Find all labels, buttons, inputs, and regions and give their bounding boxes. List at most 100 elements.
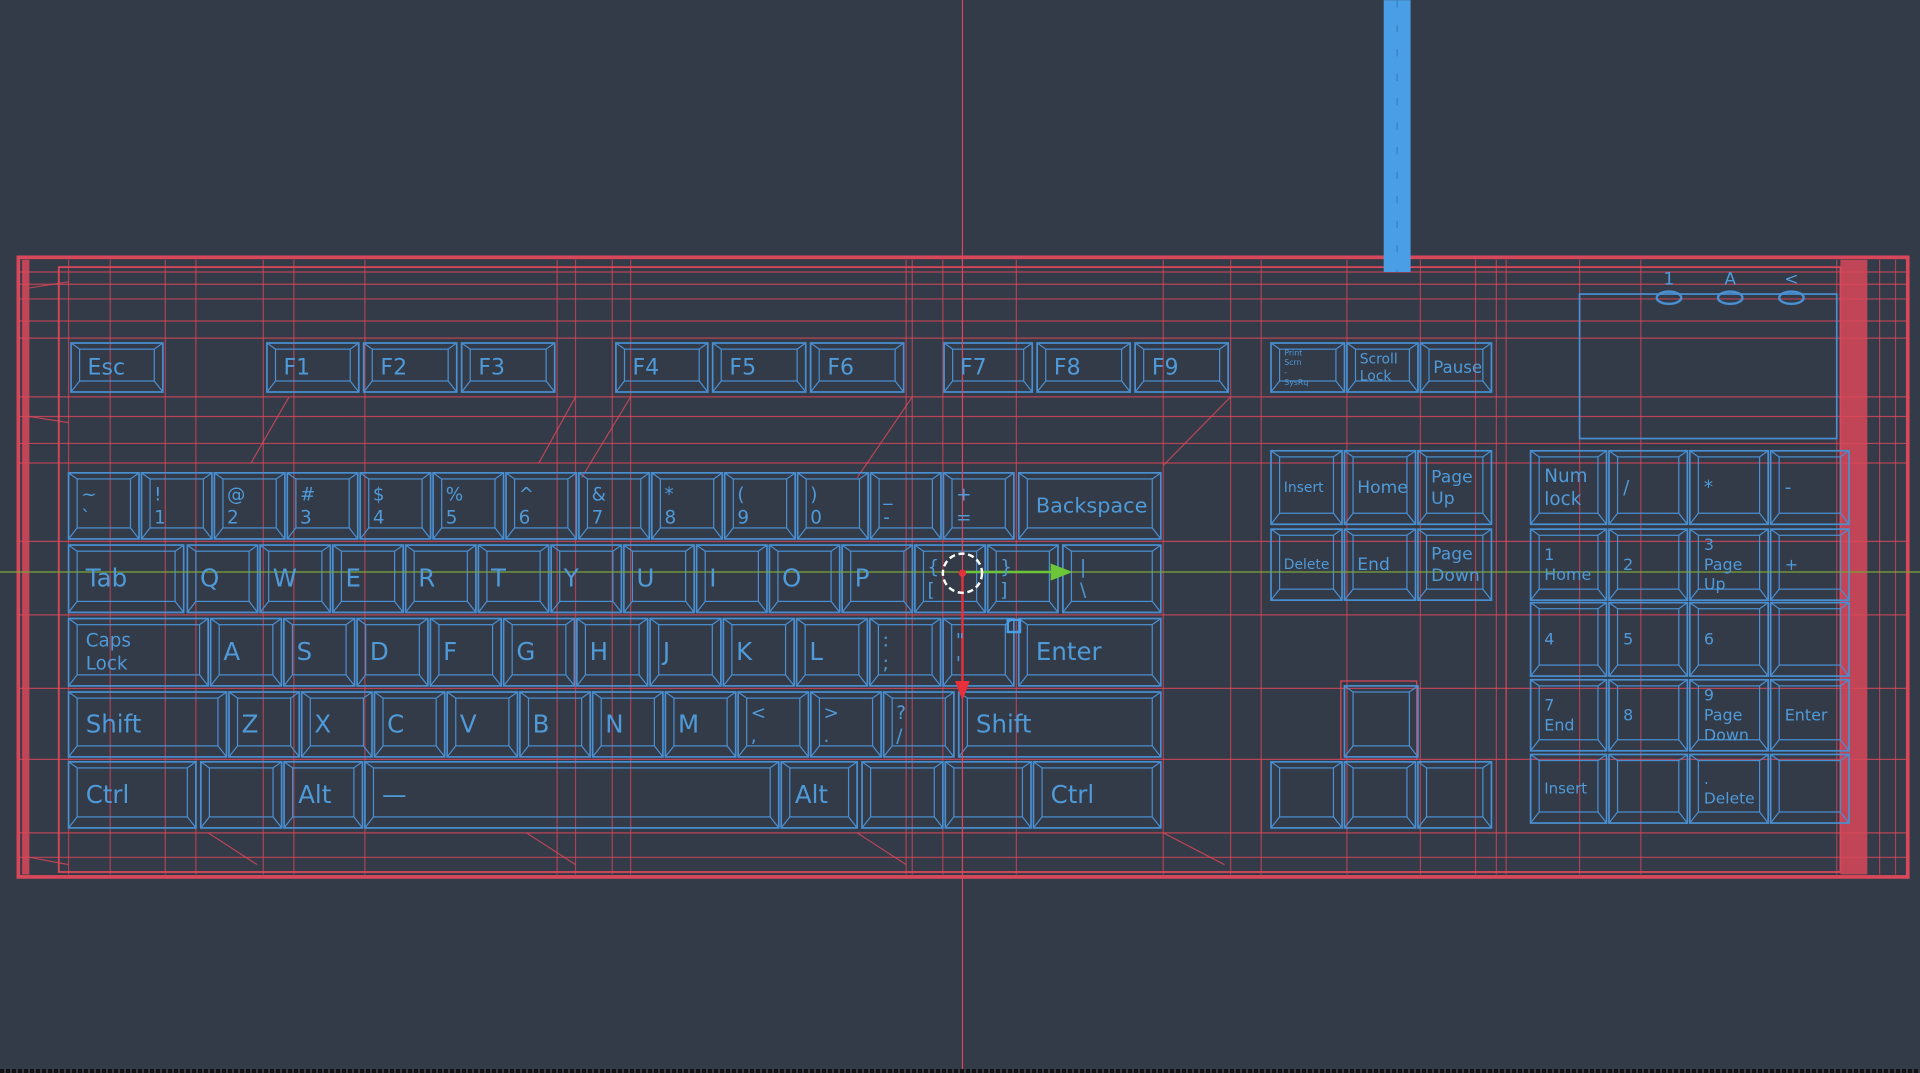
key-8[interactable]: [650, 471, 724, 540]
key-u[interactable]: [623, 544, 696, 614]
key-x[interactable]: [300, 691, 373, 758]
key-k[interactable]: [722, 617, 795, 687]
key-numpad-blank3[interactable]: [1769, 753, 1850, 824]
key-home[interactable]: [1343, 449, 1417, 526]
key-shift[interactable]: [67, 691, 228, 758]
key-numpad-8[interactable]: [1608, 678, 1689, 752]
key-alt[interactable]: [780, 760, 859, 829]
key-end[interactable]: [1343, 528, 1417, 602]
key-j[interactable]: [649, 617, 722, 687]
key-f9[interactable]: [1134, 342, 1230, 393]
key-arrow-up[interactable]: [1343, 685, 1419, 758]
key-blank11[interactable]: [869, 471, 942, 540]
key-a[interactable]: [209, 617, 283, 687]
key-f1[interactable]: [266, 342, 360, 393]
key-o[interactable]: [768, 544, 841, 614]
key-i[interactable]: [695, 544, 768, 614]
key-enter[interactable]: [1017, 617, 1162, 687]
key-arrow-blank0[interactable]: [1270, 760, 1343, 829]
key-arrow-blank1[interactable]: [1343, 760, 1417, 829]
key-blank10[interactable]: [868, 617, 942, 687]
key-0[interactable]: [796, 471, 869, 540]
key-f8[interactable]: [1036, 342, 1132, 393]
key-blank11[interactable]: [942, 617, 1015, 687]
key-blank12[interactable]: [986, 544, 1059, 614]
key-numpad-delete[interactable]: [1688, 753, 1770, 824]
key-tab[interactable]: [67, 544, 185, 614]
key-pause[interactable]: [1419, 342, 1493, 393]
key-blank6[interactable]: [944, 760, 1032, 829]
key-shift[interactable]: [957, 691, 1162, 758]
selected-cable-object[interactable]: [1383, 0, 1411, 273]
key-f3[interactable]: [460, 342, 556, 393]
key-scrolllock[interactable]: [1346, 342, 1419, 393]
key-numpad-3pageup[interactable]: [1688, 528, 1770, 602]
key-numpad-1home[interactable]: [1529, 528, 1608, 602]
key-numpad-blank3[interactable]: [1769, 528, 1850, 602]
key-f[interactable]: [429, 617, 503, 687]
key-alt[interactable]: [283, 760, 364, 829]
key-numpad-blank3[interactable]: [1769, 449, 1850, 526]
key-e[interactable]: [332, 544, 405, 614]
gizmo-y-arrow-head-icon[interactable]: [1050, 563, 1073, 581]
key-p[interactable]: [841, 544, 914, 614]
key-blank1[interactable]: [199, 760, 283, 829]
keyboard-keys[interactable]: [67, 290, 1850, 829]
key-4[interactable]: [359, 471, 432, 540]
key-r[interactable]: [404, 544, 477, 614]
key-numpad-2[interactable]: [1608, 528, 1689, 602]
key-5[interactable]: [432, 471, 505, 540]
key-numpad-7end[interactable]: [1529, 678, 1608, 752]
key-s[interactable]: [283, 617, 356, 687]
key-arrow-blank2[interactable]: [1417, 760, 1493, 829]
key-pagedown[interactable]: [1417, 528, 1493, 602]
key-t[interactable]: [477, 544, 550, 614]
key-c[interactable]: [373, 691, 446, 758]
key-numpad-blank1[interactable]: [1608, 449, 1689, 526]
key-blank0[interactable]: [67, 471, 140, 540]
key-numpad-insert[interactable]: [1529, 753, 1608, 824]
key-3[interactable]: [286, 471, 359, 540]
3d-cursor-icon[interactable]: [941, 552, 984, 595]
key-m[interactable]: [664, 691, 737, 758]
key-g[interactable]: [502, 617, 576, 687]
key-2[interactable]: [213, 471, 286, 540]
key-blank11[interactable]: [914, 544, 987, 614]
key-blank8[interactable]: [737, 691, 810, 758]
key-numpad-blank1[interactable]: [1608, 753, 1689, 824]
key-numpad-6[interactable]: [1688, 601, 1770, 677]
key-f7[interactable]: [943, 342, 1034, 393]
key-backspace[interactable]: [1017, 471, 1162, 540]
key-f5[interactable]: [711, 342, 807, 393]
key-numpad-numlock[interactable]: [1529, 449, 1608, 526]
key-blank12[interactable]: [942, 471, 1015, 540]
key-blank10[interactable]: [882, 691, 955, 758]
key-numpad-blank3[interactable]: [1769, 601, 1850, 677]
key-numpad-9pagedown[interactable]: [1688, 678, 1770, 752]
key-l[interactable]: [795, 617, 869, 687]
gizmo-plane-handle-icon[interactable]: [1006, 618, 1022, 634]
key-capslock[interactable]: [67, 617, 210, 687]
key-n[interactable]: [591, 691, 664, 758]
key-numpad-5[interactable]: [1608, 601, 1689, 677]
key-9[interactable]: [723, 471, 797, 540]
key-blank13[interactable]: [1062, 544, 1162, 614]
key-ctrl[interactable]: [1032, 760, 1162, 829]
key-1[interactable]: [140, 471, 213, 540]
key-d[interactable]: [356, 617, 429, 687]
key-y[interactable]: [550, 544, 623, 614]
key-blank9[interactable]: [810, 691, 883, 758]
key-w[interactable]: [259, 544, 332, 614]
key-blank3[interactable]: [364, 760, 780, 829]
key-6[interactable]: [505, 471, 578, 540]
key-h[interactable]: [575, 617, 649, 687]
key-numpad-enter[interactable]: [1769, 678, 1850, 752]
key-esc[interactable]: [70, 342, 164, 393]
key-f4[interactable]: [615, 342, 709, 393]
key-f6[interactable]: [809, 342, 905, 393]
key-f2[interactable]: [362, 342, 458, 393]
key-printscrnsysrq[interactable]: [1270, 342, 1346, 393]
